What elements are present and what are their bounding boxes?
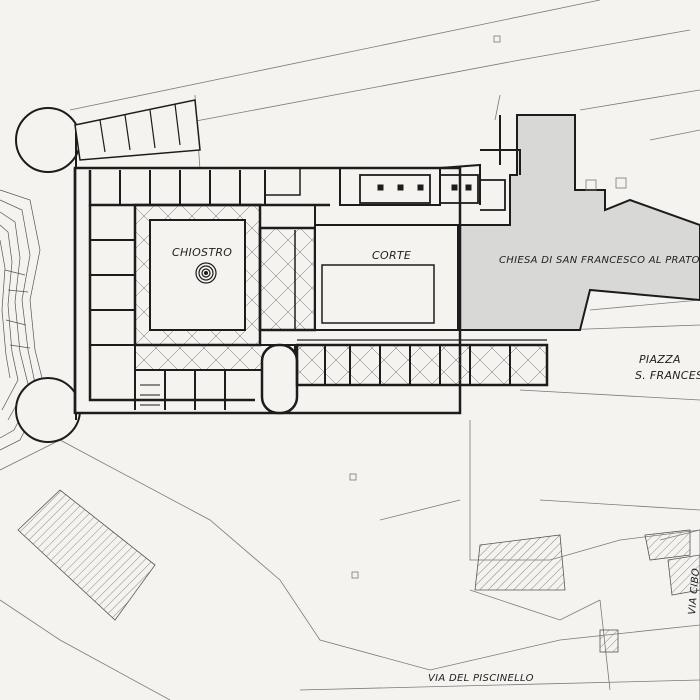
cloister-fountain-icon xyxy=(195,262,217,284)
hatched-lots xyxy=(17,489,700,653)
church-nave xyxy=(457,114,700,331)
label-corte: CORTE xyxy=(372,249,411,262)
context-markers xyxy=(349,35,627,579)
label-street-piscinello: VIA DEL PISCINELLO xyxy=(428,673,534,684)
label-church: CHIESA DI SAN FRANCESCO AL PRATO xyxy=(499,255,700,266)
label-street-cibo: VIA CIBO xyxy=(687,568,700,616)
label-chiostro: CHIOSTRO xyxy=(172,246,232,259)
convent-walls xyxy=(15,99,549,443)
label-piazza-line2: S. FRANCESCO xyxy=(635,369,700,382)
label-piazza-line1: PIAZZA xyxy=(639,353,681,366)
